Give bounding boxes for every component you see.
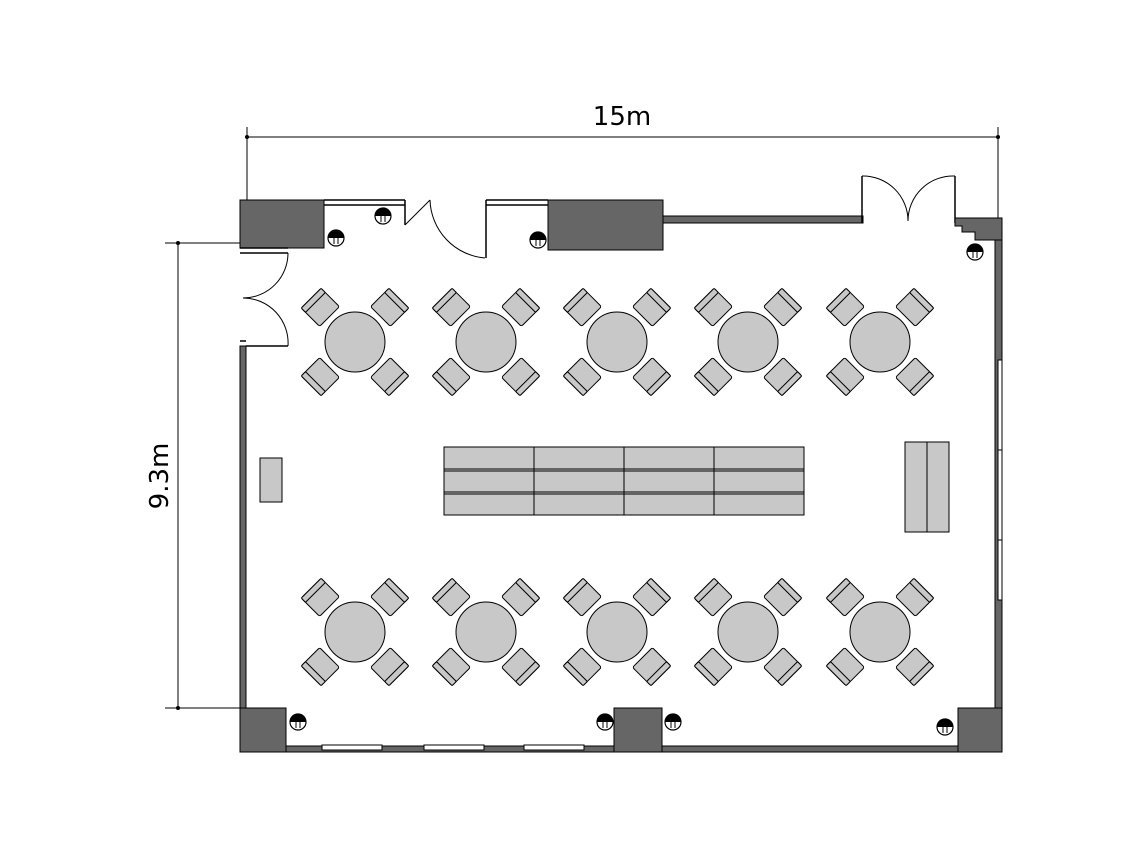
chair — [895, 647, 934, 686]
chair — [632, 288, 671, 327]
round-table — [849, 311, 911, 373]
chair — [301, 647, 340, 686]
round-table — [717, 601, 779, 663]
chair — [763, 288, 802, 327]
chair — [432, 288, 471, 327]
wall-block-top-right — [954, 217, 1003, 241]
doors — [242, 175, 956, 347]
wall-left — [239, 345, 247, 709]
chair — [826, 578, 865, 617]
chair — [301, 578, 340, 617]
chair — [826, 288, 865, 327]
round-table — [586, 601, 648, 663]
chair — [501, 578, 540, 617]
door-swing-icon — [242, 252, 289, 347]
chair — [432, 578, 471, 617]
height-dimension: 9.3m — [145, 241, 242, 710]
windows — [321, 359, 1003, 751]
outlet-icon — [327, 229, 345, 247]
window-icon — [997, 359, 1003, 451]
round-table-set — [826, 578, 934, 686]
outlet-icon — [664, 713, 682, 731]
door-swing-icon — [861, 175, 956, 222]
round-table-set — [301, 288, 409, 396]
outlet-icon — [936, 718, 954, 736]
chair — [694, 647, 733, 686]
round-table — [324, 311, 386, 373]
outlet-icon — [966, 243, 984, 261]
door-swing-icon — [404, 199, 486, 259]
chair — [432, 357, 471, 396]
window-icon — [997, 449, 1003, 541]
chair — [694, 578, 733, 617]
wall-block-top-middle — [547, 199, 664, 251]
chair — [563, 578, 602, 617]
chair — [301, 288, 340, 327]
chair — [370, 288, 409, 327]
chair — [501, 647, 540, 686]
chair — [763, 357, 802, 396]
chair — [563, 647, 602, 686]
round-table-set — [432, 288, 540, 396]
chair — [563, 357, 602, 396]
left-side-table — [259, 457, 283, 503]
chair — [632, 578, 671, 617]
wall-bottom-right-strip — [661, 745, 959, 753]
chair — [301, 357, 340, 396]
round-table-set — [301, 578, 409, 686]
width-label: 15m — [593, 102, 651, 132]
outlet-icon — [596, 713, 614, 731]
chair — [763, 578, 802, 617]
chair — [432, 647, 471, 686]
round-table — [586, 311, 648, 373]
window-icon — [523, 744, 585, 751]
wall-block-bottom-right — [957, 707, 1003, 753]
round-table-set — [694, 288, 802, 396]
window-icon — [997, 539, 1003, 601]
round-table — [324, 601, 386, 663]
chair — [826, 647, 865, 686]
round-table-set — [432, 578, 540, 686]
wall-strip-top-right — [662, 215, 864, 224]
round-table — [455, 601, 517, 663]
chair — [694, 357, 733, 396]
tables — [301, 288, 934, 686]
chair — [895, 357, 934, 396]
chair — [501, 288, 540, 327]
chair — [632, 357, 671, 396]
wall-block-bottom-left — [239, 707, 287, 753]
wall-block-top-left — [239, 199, 325, 249]
round-table-set — [826, 288, 934, 396]
outlets — [289, 207, 984, 736]
chair — [895, 288, 934, 327]
chair — [370, 357, 409, 396]
chair — [826, 357, 865, 396]
chair — [632, 647, 671, 686]
chair — [895, 578, 934, 617]
chair — [763, 647, 802, 686]
center-counter — [443, 446, 805, 516]
outlet-icon — [529, 231, 547, 249]
round-table — [717, 311, 779, 373]
outlet-icon — [374, 207, 392, 225]
round-table — [849, 601, 911, 663]
chair — [694, 288, 733, 327]
round-table-set — [563, 288, 671, 396]
window-icon — [423, 744, 485, 751]
window-icon — [321, 744, 383, 751]
round-table — [455, 311, 517, 373]
wall-block-bottom-middle — [613, 707, 663, 753]
chair — [370, 647, 409, 686]
outlet-icon — [289, 713, 307, 731]
chair — [501, 357, 540, 396]
width-dimension: 15m — [245, 102, 1000, 220]
right-side-table — [904, 441, 950, 533]
round-table-set — [694, 578, 802, 686]
chair — [563, 288, 602, 327]
round-table-set — [563, 578, 671, 686]
height-label: 9.3m — [145, 443, 175, 510]
chair — [370, 578, 409, 617]
